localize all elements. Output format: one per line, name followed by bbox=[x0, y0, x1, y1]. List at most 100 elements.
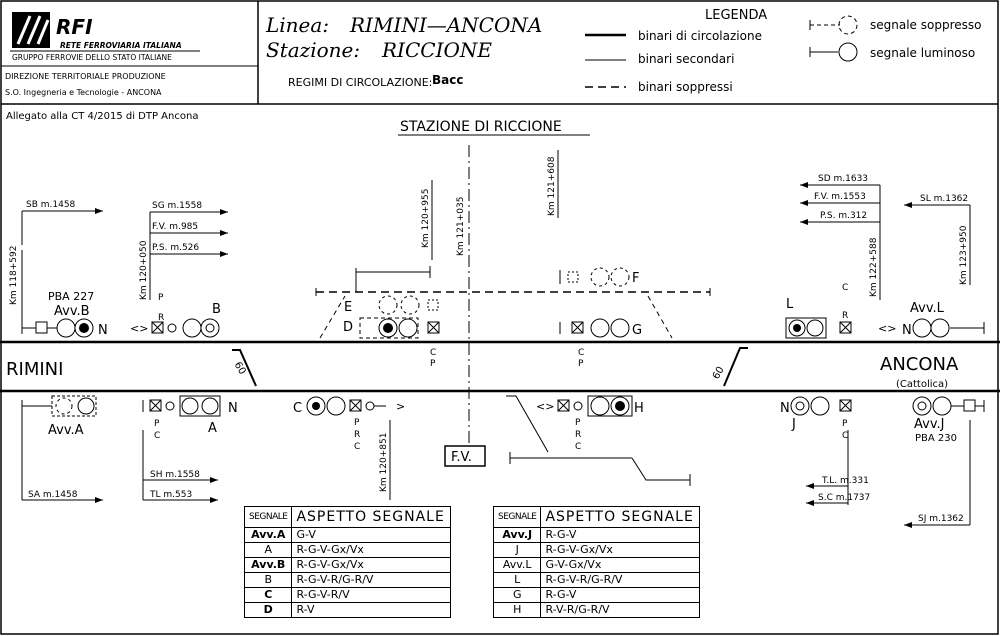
r-label-1: R bbox=[158, 313, 164, 323]
svg-text:<>: <> bbox=[878, 322, 896, 335]
pba-west: PBA 227 bbox=[48, 290, 94, 303]
signal-name-cell: Avv.L bbox=[492, 557, 542, 573]
signal-group-d-e: E D C P bbox=[343, 295, 440, 369]
n-west: N bbox=[98, 323, 108, 338]
f-label: F bbox=[632, 271, 639, 286]
light-signal-icon bbox=[838, 42, 858, 62]
directorate-text: DIREZIONE TERRITORIALE PRODUZIONE bbox=[5, 72, 166, 81]
signal-aspect-cell: R-G-V-R/V bbox=[291, 587, 452, 603]
j-signal-icon bbox=[790, 396, 810, 416]
km-mark-4: Km 121+035 bbox=[456, 197, 466, 256]
signal-group-h: <> H P R C bbox=[506, 395, 691, 486]
avv-j-signal-icon bbox=[912, 396, 932, 416]
c-label-2: C bbox=[578, 348, 584, 358]
place-east-sub: (Cattolica) bbox=[896, 379, 948, 390]
km-mark-7: Km 123+950 bbox=[959, 225, 969, 285]
table-left-header-aspect: ASPETTO SEGNALE bbox=[291, 506, 452, 528]
a-signal-icon bbox=[201, 397, 219, 415]
d-label: D bbox=[343, 320, 353, 335]
km-mark-3: Km 120+955 bbox=[421, 189, 431, 248]
r-label-2: R bbox=[842, 311, 848, 321]
signal-name-cell: B bbox=[243, 572, 293, 588]
legend-secondary-track: binari secondari bbox=[638, 52, 734, 66]
km-mark-8: Km 120+851 bbox=[379, 433, 389, 492]
dist-sg: SG m.1558 bbox=[152, 201, 202, 211]
l-label: L bbox=[786, 297, 794, 312]
signal-aspect-cell: R-G-V bbox=[540, 587, 701, 603]
b-label: B bbox=[212, 302, 221, 317]
c-label-1: C bbox=[430, 348, 436, 358]
c-label-6: C bbox=[575, 442, 581, 452]
signal-aspect-cell: R-G-V-Gx/Vx bbox=[291, 542, 452, 558]
pba-east: PBA 230 bbox=[915, 433, 957, 444]
avv-a-signal-icon bbox=[77, 397, 95, 415]
dist-sd: SD m.1633 bbox=[818, 174, 868, 184]
logo-line2: GRUPPO FERROVIE DELLO STATO ITALIANE bbox=[12, 53, 172, 62]
dist-fv-east: F.V. m.1553 bbox=[814, 192, 866, 202]
line-label: Linea: bbox=[265, 13, 329, 37]
signal-aspect-cell: R-G-V-R/G-R/V bbox=[291, 572, 452, 588]
dist-tl-west: TL m.553 bbox=[149, 490, 192, 500]
signal-name-cell: G bbox=[492, 587, 542, 603]
signal-name-cell: J bbox=[492, 542, 542, 558]
dist-sa: SA m.1458 bbox=[28, 490, 78, 500]
legend-title: LEGENDA bbox=[705, 8, 767, 23]
avv-b-signal-icon bbox=[56, 318, 76, 338]
avv-j-label: Avv.J bbox=[914, 417, 944, 432]
p-label-1: P bbox=[158, 293, 164, 303]
l-signal-icon bbox=[793, 324, 801, 332]
signal-name-cell: Avv.B bbox=[243, 557, 293, 573]
km-mark-5: Km 121+608 bbox=[547, 156, 557, 216]
building-label: F.V. bbox=[451, 450, 472, 465]
legend: LEGENDA binari di circolazione binari se… bbox=[585, 8, 981, 94]
c-signal-icon bbox=[306, 396, 326, 416]
legend-removed-signal: segnale soppresso bbox=[870, 18, 981, 32]
signal-aspect-cell: R-G-V-Gx/Vx bbox=[291, 557, 452, 573]
regime-value: Bacc bbox=[432, 73, 463, 87]
dist-sc: S.C m.1737 bbox=[818, 493, 870, 503]
g-signal-icon bbox=[610, 318, 630, 338]
c-label-5: C bbox=[354, 442, 360, 452]
table-left-header-signal: SEGNALE bbox=[243, 506, 293, 528]
signal-aspect-cell: R-V-R/G-R/V bbox=[540, 602, 701, 618]
km-mark-6: Km 122+588 bbox=[869, 237, 879, 297]
d-signal-icon bbox=[383, 323, 393, 333]
h-signal-icon bbox=[615, 401, 625, 411]
signal-name-cell: Avv.A bbox=[243, 527, 293, 543]
dist-ps-east: P.S. m.312 bbox=[820, 211, 867, 221]
signal-group-c: C > P R C bbox=[293, 396, 405, 452]
speed-east: 60 bbox=[711, 365, 727, 382]
avv-b-label: Avv.B bbox=[54, 304, 90, 319]
dist-ps-west: P.S. m.526 bbox=[152, 243, 199, 253]
p-label-6: P bbox=[575, 418, 581, 428]
signal-group-j: N J P C bbox=[780, 396, 852, 441]
p-label-5: P bbox=[354, 418, 360, 428]
c-label-4: C bbox=[154, 431, 160, 441]
avv-a-label: Avv.A bbox=[48, 423, 84, 438]
c-label-3: C bbox=[842, 283, 848, 293]
removed-signal-icon bbox=[838, 15, 858, 35]
dist-fv-west: F.V. m.985 bbox=[152, 222, 198, 232]
line-value: RIMINI—ANCONA bbox=[349, 13, 542, 37]
place-east: ANCONA bbox=[880, 354, 959, 375]
logo-text: RFI bbox=[56, 15, 93, 39]
signal-name-cell: D bbox=[243, 602, 293, 618]
signal-group-f-g: F G C P bbox=[559, 267, 642, 369]
e-label: E bbox=[344, 300, 352, 315]
station-label: Stazione: bbox=[266, 38, 360, 62]
km-mark-1: Km 118+592 bbox=[9, 246, 19, 305]
dist-sj: SJ m.1362 bbox=[918, 514, 964, 524]
dist-tl-east: T.L. m.331 bbox=[821, 476, 869, 486]
